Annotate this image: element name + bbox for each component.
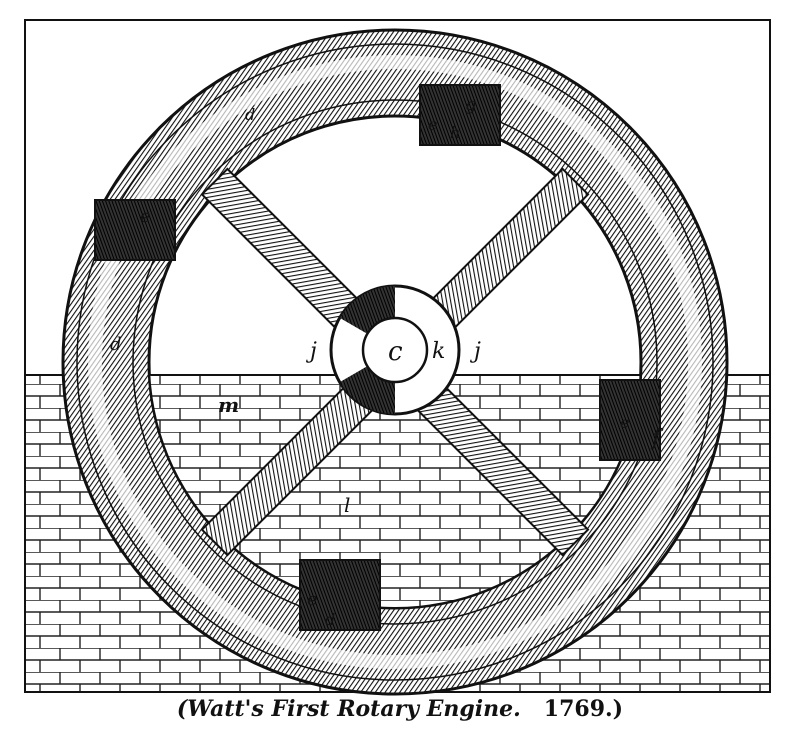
label-e-right: e xyxy=(620,413,629,432)
label-l: l xyxy=(344,493,350,517)
pistons xyxy=(94,84,661,631)
label-h: h xyxy=(450,123,460,142)
letter-labels: c k j j d d d g h e e e e m l f xyxy=(110,94,664,629)
caption-title: (Watt's First Rotary Engine. xyxy=(176,696,521,722)
label-d-bottom: d xyxy=(325,610,335,629)
label-e-bottom: e xyxy=(307,589,318,610)
caption-year: 1769.) xyxy=(543,696,624,722)
label-e-left: e xyxy=(140,206,151,227)
label-k: k xyxy=(432,339,445,364)
label-c: c xyxy=(388,337,403,367)
caption: (Watt's First Rotary Engine. 1769.) xyxy=(0,696,800,722)
hub xyxy=(329,284,461,416)
label-m: m xyxy=(218,393,239,417)
label-g: g xyxy=(465,94,477,115)
label-e-top: e xyxy=(428,115,437,134)
label-d-top: d xyxy=(245,105,255,124)
label-d-left: d xyxy=(110,334,122,355)
